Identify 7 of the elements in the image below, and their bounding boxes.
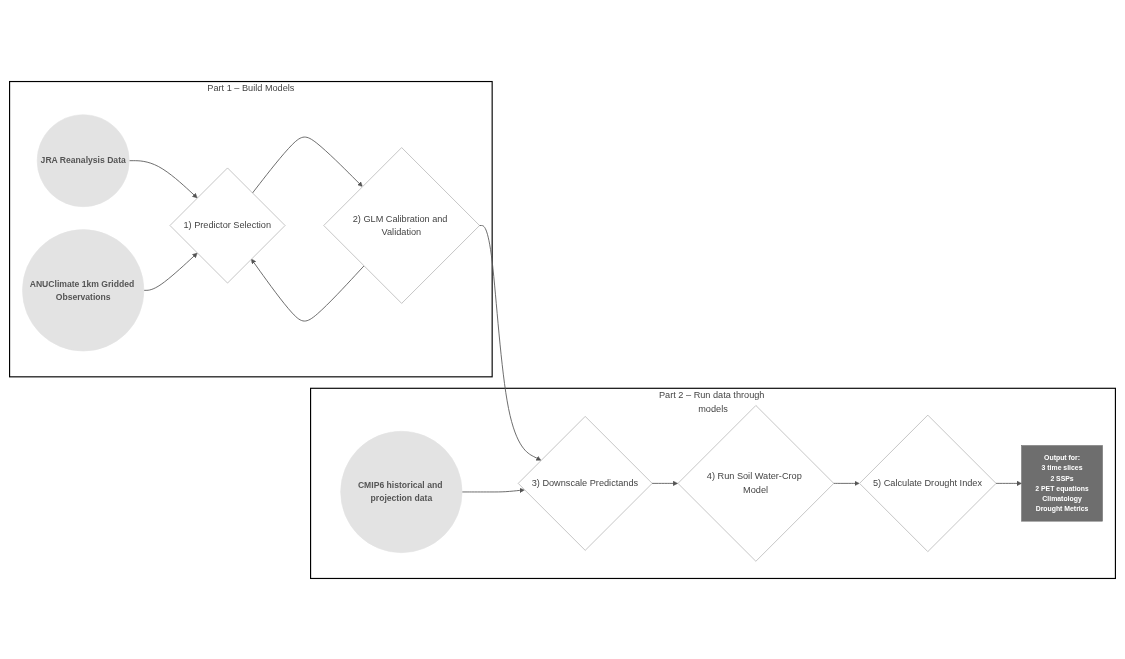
node-circle: ANUClimate 1km Gridded Observations	[22, 228, 145, 351]
node-diamond: 3) Downscale Predictands	[517, 415, 653, 551]
node-diamond: 5) Calculate Drought Index	[859, 414, 997, 552]
node-diamond: 1) Predictor Selection	[169, 167, 286, 283]
node-diamond: 2) GLM Calibration and Validation	[323, 146, 480, 304]
node-circle: JRA Reanalysis Data	[36, 113, 130, 207]
node-circle: CMIP6 historical and projection data	[340, 430, 463, 553]
